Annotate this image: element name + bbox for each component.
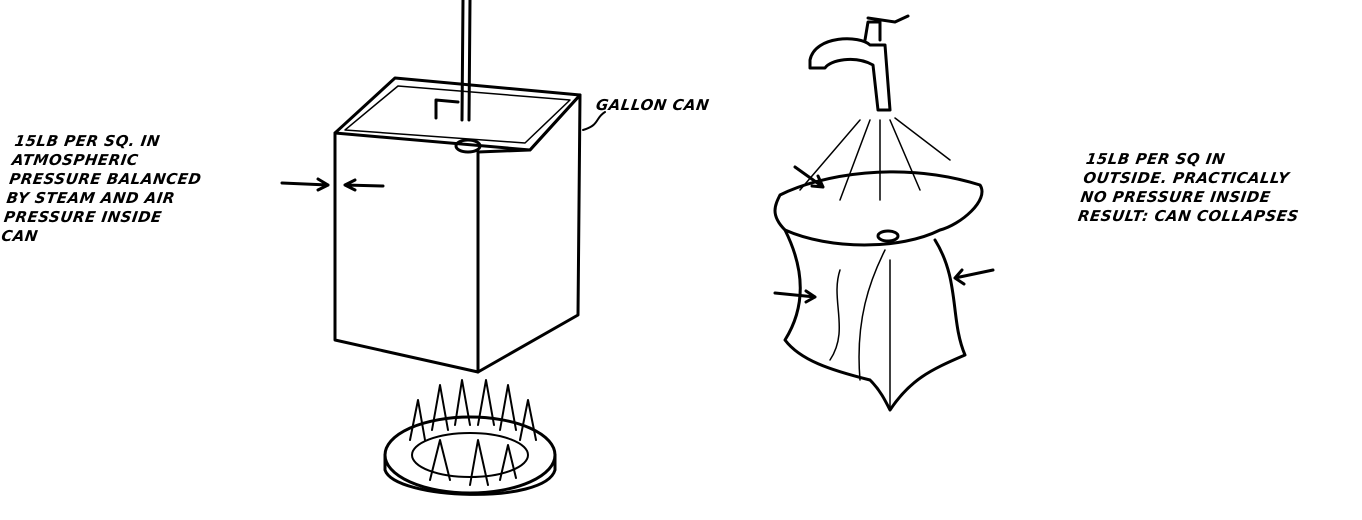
label-line: 15LB PER SQ. IN (13, 132, 162, 150)
pressure-arrows-left (280, 177, 385, 192)
label-line: BY STEAM AND AIR (5, 189, 177, 207)
label-line: RESULT: CAN COLLAPSES (1076, 207, 1301, 225)
label-line: ATMOSPHERIC (10, 151, 140, 169)
label-line: CAN (0, 227, 40, 245)
label-line: NO PRESSURE INSIDE (1079, 188, 1272, 206)
collapsed-can (773, 170, 984, 412)
faucet (799, 14, 951, 201)
label-line: OUTSIDE. PRACTICALLY (1082, 169, 1291, 187)
gallon-can-label: GALLON CAN (594, 96, 711, 114)
gas-burner (383, 379, 557, 496)
pressure-arrows-right (773, 165, 995, 304)
label-line: 15LB PER SQ IN (1084, 150, 1227, 168)
label-line: PRESSURE INSIDE (2, 208, 164, 226)
label-line: PRESSURE BALANCED (8, 170, 203, 188)
heated-can (333, 0, 606, 374)
